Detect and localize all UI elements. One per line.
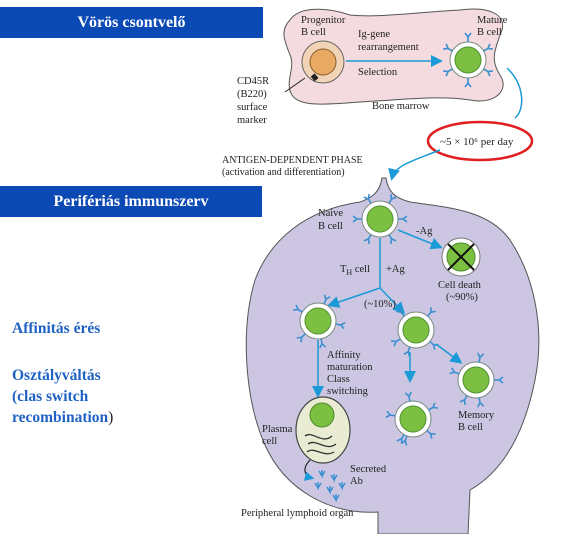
cell-death-label-2: (~90%)	[446, 292, 478, 303]
mature-label-1: Mature	[477, 15, 508, 26]
bone-marrow-label: Bone marrow	[372, 101, 430, 112]
th-cell-label: TH cell	[340, 264, 370, 277]
branch-left-arrow	[327, 287, 381, 308]
memory-label-1: Memory	[458, 410, 495, 421]
naive-label-2: B cell	[318, 221, 343, 232]
secreted-antibodies	[314, 470, 346, 503]
cell-death-label-1: Cell death	[438, 280, 482, 291]
plasma-label-2: cell	[262, 436, 277, 447]
rate-to-organ-arrow	[388, 149, 441, 181]
marker-label-2: (B220)	[237, 89, 267, 100]
affinity-maturation-text: Affinitás érés	[12, 320, 101, 337]
plus-ag-label: +Ag	[386, 264, 406, 275]
progenitor-b-cell	[301, 40, 345, 84]
phase-label-1: ANTIGEN-DEPENDENT PHASE	[222, 155, 363, 166]
selection-label: Selection	[358, 67, 398, 78]
class-switch-line-2: (clas switch	[12, 388, 89, 405]
ten-percent-label: (~10%)	[364, 299, 396, 310]
peripheral-organ-label: Peripheral lymphoid organ	[241, 508, 354, 519]
affinity-label-4: switching	[327, 386, 369, 397]
minus-ag-label: -Ag	[416, 226, 433, 237]
rate-label: ~5 × 10⁶ per day	[440, 136, 514, 148]
dead-cell	[441, 237, 481, 277]
secreted-label-1: Secreted	[350, 464, 387, 475]
class-switch-text: Osztályváltás (clas switch recombination…	[12, 365, 113, 428]
progenitor-label-1: Progenitor	[301, 15, 346, 26]
marrow-to-rate-arrow	[506, 67, 523, 119]
secreted-label-2: Ab	[350, 476, 363, 487]
affinity-label-3: Class	[327, 374, 350, 385]
naive-label-1: Naive	[318, 208, 343, 219]
bone-marrow-banner: Vörös csontvelő	[0, 7, 263, 38]
class-switch-recombination: recombination	[12, 409, 109, 426]
marker-label-1: CD45R	[237, 76, 269, 87]
minus-ag-arrow	[397, 229, 443, 250]
plasma-label-1: Plasma	[262, 424, 293, 435]
affinity-label-1: Affinity	[327, 350, 361, 361]
affinity-label-2: maturation	[327, 362, 373, 373]
cd45r-marker-block	[310, 73, 319, 82]
rearrangement-label-1: Ig-gene	[358, 29, 390, 40]
class-switch-line-1: Osztályváltás	[12, 367, 101, 384]
plasma-cell	[295, 396, 351, 481]
peripheral-organ-banner: Perifériás immunszerv	[0, 186, 262, 217]
rearrangement-label-2: rearrangement	[358, 42, 419, 53]
branch-right-arrow	[379, 287, 406, 315]
mature-label-2: B cell	[477, 27, 502, 38]
marker-label-4: marker	[237, 115, 267, 126]
marker-label-3: surface	[237, 102, 268, 113]
bone-marrow-shape	[283, 8, 504, 105]
right-diag-arrow	[435, 343, 463, 364]
memory-label-2: B cell	[458, 422, 483, 433]
cd45r-marker-pointer	[284, 77, 306, 93]
class-switch-line-3: recombination)	[12, 407, 113, 428]
class-switch-paren: )	[108, 409, 114, 426]
phase-label-2: (activation and differentiation)	[222, 167, 345, 178]
progenitor-label-2: B cell	[301, 27, 326, 38]
rate-highlight-circle	[426, 120, 534, 162]
